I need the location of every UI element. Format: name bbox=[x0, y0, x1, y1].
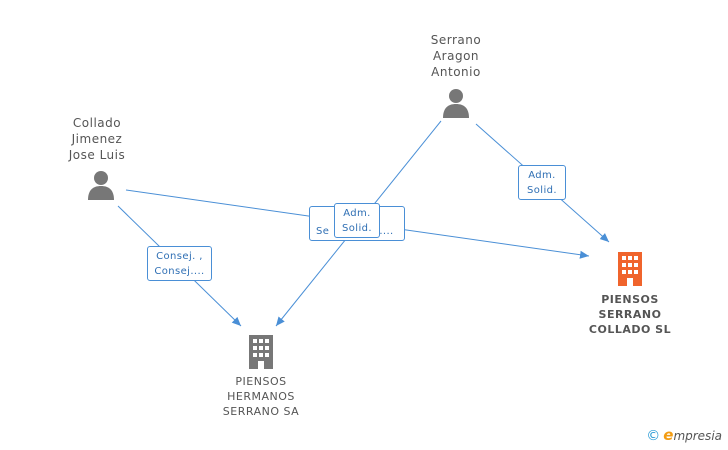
person-name-line: Aragon bbox=[432, 49, 480, 63]
person-label-collado[interactable]: Collado Jimenez Jose Luis bbox=[69, 115, 126, 163]
relation-role: Se.... bbox=[316, 224, 400, 239]
relation-label-collado-phs[interactable]: Consej. , Consej.... bbox=[147, 246, 212, 281]
brand-footer: ©empresia bbox=[646, 426, 722, 444]
company-name-line: COLLADO SL bbox=[588, 323, 672, 336]
relation-role: Adm. bbox=[343, 208, 371, 219]
relation-role: Adm. bbox=[528, 170, 556, 181]
person-icon[interactable] bbox=[442, 88, 470, 118]
person-name-line: Antonio bbox=[431, 65, 481, 79]
company-label-piensos-serrano-collado[interactable]: PIENSOS SERRANO COLLADO SL bbox=[589, 292, 671, 337]
person-name-line: Jimenez bbox=[71, 132, 123, 146]
relation-role-end: .... bbox=[379, 226, 394, 237]
relation-label-serrano-psc[interactable]: Adm. Solid. bbox=[518, 165, 566, 200]
relation-role: Consej. , bbox=[156, 251, 203, 262]
person-icon[interactable] bbox=[87, 170, 115, 200]
brand-logo-letter: e bbox=[663, 426, 674, 444]
person-label-serrano[interactable]: Serrano Aragon Antonio bbox=[431, 32, 481, 80]
person-name-line: Collado bbox=[72, 116, 122, 130]
company-name-line: PIENSOS bbox=[601, 293, 659, 306]
company-name-line: SERRANO bbox=[598, 308, 662, 321]
building-icon[interactable] bbox=[616, 252, 644, 286]
company-name-line: SERRANO SA bbox=[222, 405, 300, 418]
person-name-line: Jose Luis bbox=[68, 148, 126, 162]
relation-role: Solid. bbox=[527, 185, 557, 196]
company-name-line: PIENSOS bbox=[235, 375, 287, 388]
company-label-piensos-hermanos[interactable]: PIENSOS HERMANOS SERRANO SA bbox=[223, 374, 299, 419]
relation-role: Consej.... bbox=[154, 266, 205, 277]
relation-role: Solid. bbox=[342, 223, 372, 234]
relation-label-collado-psc[interactable]: Adm. Solid. bbox=[334, 203, 380, 238]
person-name-line: Serrano bbox=[430, 33, 482, 47]
copyright-symbol: © bbox=[646, 428, 661, 444]
relation-role-start: Se bbox=[316, 226, 330, 237]
building-icon[interactable] bbox=[247, 335, 275, 369]
brand-name: mpresia bbox=[673, 429, 722, 443]
company-name-line: HERMANOS bbox=[227, 390, 295, 403]
